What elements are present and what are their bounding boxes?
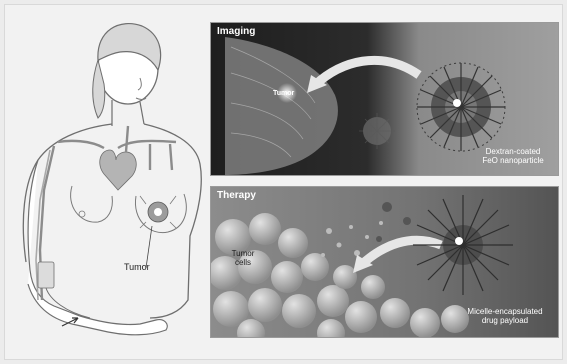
nanoparticle-label-line2: FeO nanoparticle xyxy=(473,156,553,165)
arm xyxy=(28,160,167,335)
heart xyxy=(100,150,137,190)
therapy-panel: Therapy Tumor cells Micelle-encapsulated… xyxy=(210,186,559,338)
tumor-highlight xyxy=(154,208,162,216)
micelle-label: Micelle-encapsulated drug payload xyxy=(455,307,555,325)
imaging-title: Imaging xyxy=(217,26,255,37)
tumor-cells-label-line1: Tumor xyxy=(223,249,263,258)
micelle-highlight xyxy=(455,237,463,245)
therapy-title: Therapy xyxy=(217,190,256,201)
nipple xyxy=(79,211,85,217)
tumor-cells-label: Tumor cells xyxy=(223,249,263,267)
micelle-label-line2: drug payload xyxy=(455,316,555,325)
breast-left xyxy=(71,186,113,222)
mammogram-tumor-label: Tumor xyxy=(273,89,294,98)
nanoparticle-highlight xyxy=(453,99,461,107)
iv-bag xyxy=(38,262,54,288)
body-tumor-label: Tumor xyxy=(124,262,150,272)
nanoparticle-label-line1: Dextran-coated xyxy=(473,147,553,156)
imaging-panel: Imaging Tumor Dextran-coated FeO nanopar… xyxy=(210,22,559,176)
nanoparticle-spikes xyxy=(417,63,505,151)
tumor-cells-label-line2: cells xyxy=(223,258,263,267)
micelle-label-line1: Micelle-encapsulated xyxy=(455,307,555,316)
body-illustration xyxy=(0,0,210,364)
nanoparticle-label: Dextran-coated FeO nanoparticle xyxy=(473,147,553,165)
micelle-spikes xyxy=(413,195,513,295)
